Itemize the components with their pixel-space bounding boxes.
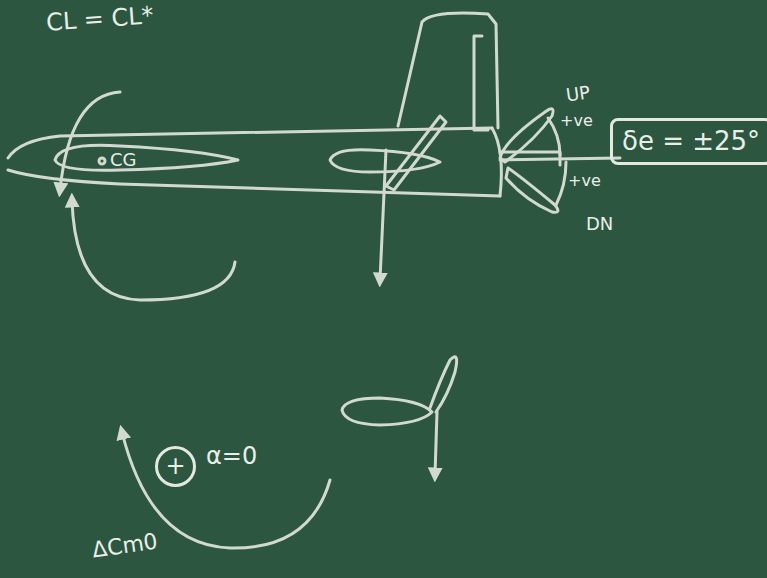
elevator-up bbox=[500, 109, 553, 162]
vertical-fin bbox=[398, 13, 498, 128]
sign-circle: + bbox=[155, 446, 196, 487]
direction-label: DN bbox=[586, 214, 613, 234]
sign-label: +ve bbox=[560, 112, 593, 130]
tail-sketch bbox=[342, 398, 432, 425]
rudder bbox=[474, 36, 488, 130]
angle-label: α=0 bbox=[206, 443, 257, 469]
moment-label: ΔCm0 bbox=[91, 530, 160, 563]
moment-arrow bbox=[72, 200, 235, 300]
reference-line bbox=[500, 158, 620, 160]
tail-force-arrow bbox=[380, 150, 386, 280]
direction-label: UP bbox=[565, 82, 592, 105]
moment-arrow bbox=[60, 92, 120, 190]
fuselage-tail bbox=[492, 128, 501, 196]
elevator bbox=[386, 116, 446, 190]
deflection-box: δe = ±25° bbox=[610, 118, 767, 165]
lift-label: CL = CL* bbox=[45, 2, 154, 36]
elevator-sketch bbox=[430, 357, 457, 412]
angle-arc bbox=[548, 118, 560, 155]
cg-dot bbox=[99, 158, 105, 164]
cg-label: CG bbox=[110, 150, 137, 170]
wing bbox=[55, 145, 238, 170]
node-text: δe = ±25° bbox=[622, 127, 761, 156]
node-text: + bbox=[165, 453, 185, 479]
sign-label: +ve bbox=[568, 172, 601, 190]
fuselage-bottom bbox=[8, 170, 500, 196]
angle-arc bbox=[556, 162, 566, 205]
elevator-down bbox=[506, 168, 558, 212]
tail-force-arrow bbox=[435, 412, 437, 475]
